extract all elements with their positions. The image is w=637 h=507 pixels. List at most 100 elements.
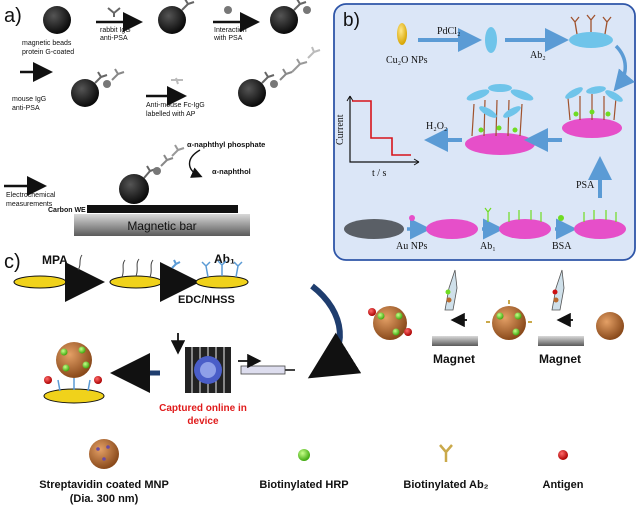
psa-icon: [103, 80, 111, 88]
measure-label-2: measurements: [6, 201, 53, 208]
process-arrow: [613, 44, 636, 92]
ab1-label-c: Ab₁: [214, 252, 235, 266]
magnetic-bead: [270, 6, 298, 34]
antibody-icon: [111, 68, 125, 81]
bare-electrode: [344, 219, 404, 239]
antibody-icon: [181, 0, 195, 11]
mnp-complex: [56, 342, 92, 378]
ab2-antibody-icon: [570, 14, 612, 35]
nanocage: [586, 86, 606, 94]
final-gold-electrode: [43, 388, 105, 404]
legend-antigen-label: Antigen: [543, 479, 584, 491]
magnet-label-2: Magnet: [539, 352, 581, 366]
hrp-dot: [496, 312, 504, 320]
antibody-icon: [160, 154, 174, 167]
antigen-dot: [368, 308, 376, 316]
panel-c-label: c): [4, 251, 21, 273]
bsa-icon: [558, 215, 564, 221]
captured-label-2: device: [187, 416, 219, 427]
nanocage: [565, 87, 583, 99]
legend-mnp-icon: [89, 439, 119, 469]
current-trace: [352, 100, 411, 156]
step3-label-2: anti-PSA: [12, 105, 40, 112]
nanocage: [503, 106, 521, 118]
au-nps-label: Au NPs: [396, 241, 428, 252]
streptavidin-dot: [102, 457, 106, 461]
edc-label: EDC/NHSS: [178, 294, 235, 306]
nanocage: [479, 106, 497, 118]
beads-label-2: protein G-coated: [22, 49, 74, 56]
ap-label-icon: [171, 77, 183, 85]
magnet-label-1: Magnet: [433, 352, 475, 366]
antigen-dot: [94, 376, 102, 384]
psa-icon: [153, 167, 161, 175]
syringe: [240, 365, 286, 375]
panel-a-label: a): [4, 5, 22, 27]
hrp-dot: [512, 328, 520, 336]
legend-mnp-label: Streptavidin coated MNP: [39, 479, 169, 491]
step1-label-2: anti-PSA: [100, 35, 128, 42]
psa-dot: [589, 109, 595, 115]
legend-antigen-icon: [558, 450, 568, 460]
magnetic-bar: [74, 214, 250, 236]
antigen-dot: [44, 376, 52, 384]
sensor-electrode: [562, 118, 622, 138]
antibody-icon: [279, 68, 293, 81]
carbon-electrode: [87, 205, 238, 213]
antibody-icon: [261, 71, 275, 84]
antibody-icon: [94, 71, 108, 84]
psa-dot: [573, 111, 579, 117]
ab1-gold-electrode: [195, 275, 249, 289]
step2-label-1: Interaction: [214, 27, 247, 34]
flow-arrow: [307, 283, 362, 379]
cu2o-label: Cu₂O NPs: [386, 55, 428, 66]
antibody-icon: [291, 58, 308, 73]
streptavidin-dot: [106, 445, 110, 449]
cu2o-nanoparticle: [397, 23, 407, 45]
x-axis-label: t / s: [372, 168, 387, 179]
pdcl2-label: PdCl₂: [437, 26, 461, 37]
ab1-label-b: Ab₁: [480, 241, 496, 252]
nanocage: [485, 27, 497, 53]
mnp-dot: [553, 297, 559, 303]
ab1-icon: [484, 207, 492, 222]
magnetic-bead: [119, 174, 149, 204]
magnetic-bead: [158, 6, 186, 34]
legend-ab2-label: Biotinylated Ab₂: [403, 479, 488, 491]
au-electrode: [426, 219, 478, 239]
y-axis-label: Current: [335, 114, 346, 145]
nanocage: [466, 89, 490, 101]
hrp-dot: [78, 346, 86, 354]
hrp-dot: [395, 312, 403, 320]
hrp-dot: [60, 348, 68, 356]
psa-label: PSA: [576, 180, 595, 191]
electrode-label: Carbon WE: [48, 207, 86, 214]
ap-label-icon: [171, 144, 185, 157]
step4-label-2: labelled with AP: [146, 111, 196, 118]
magnet-block: [432, 336, 478, 346]
magnetic-bead: [238, 79, 266, 107]
psa-icon: [224, 6, 232, 14]
step2-label-2: with PSA: [213, 35, 243, 42]
ab1-icon: [171, 259, 181, 269]
nanocage: [605, 90, 623, 102]
ab1-electrode: [499, 219, 551, 239]
beads-label-1: magnetic beads: [22, 40, 72, 47]
legend-hrp-label: Biotinylated HRP: [259, 479, 348, 491]
nanocage: [488, 84, 512, 92]
substrate-label: α-naphthyl phosphate: [187, 140, 265, 149]
ab1-icon: [508, 210, 542, 222]
mnp-complex: [373, 306, 407, 340]
mpa-electrode: [109, 275, 163, 289]
magnet-block: [538, 336, 584, 346]
antibody-icon: [567, 94, 617, 121]
hrp-dot: [392, 328, 400, 336]
plot-axes: [349, 96, 419, 163]
hrp-dot: [377, 312, 385, 320]
bsa-label: BSA: [552, 241, 572, 252]
gold-electrode: [13, 275, 67, 289]
axis-arrowheads: [346, 95, 420, 166]
antigen-dot: [552, 289, 558, 295]
